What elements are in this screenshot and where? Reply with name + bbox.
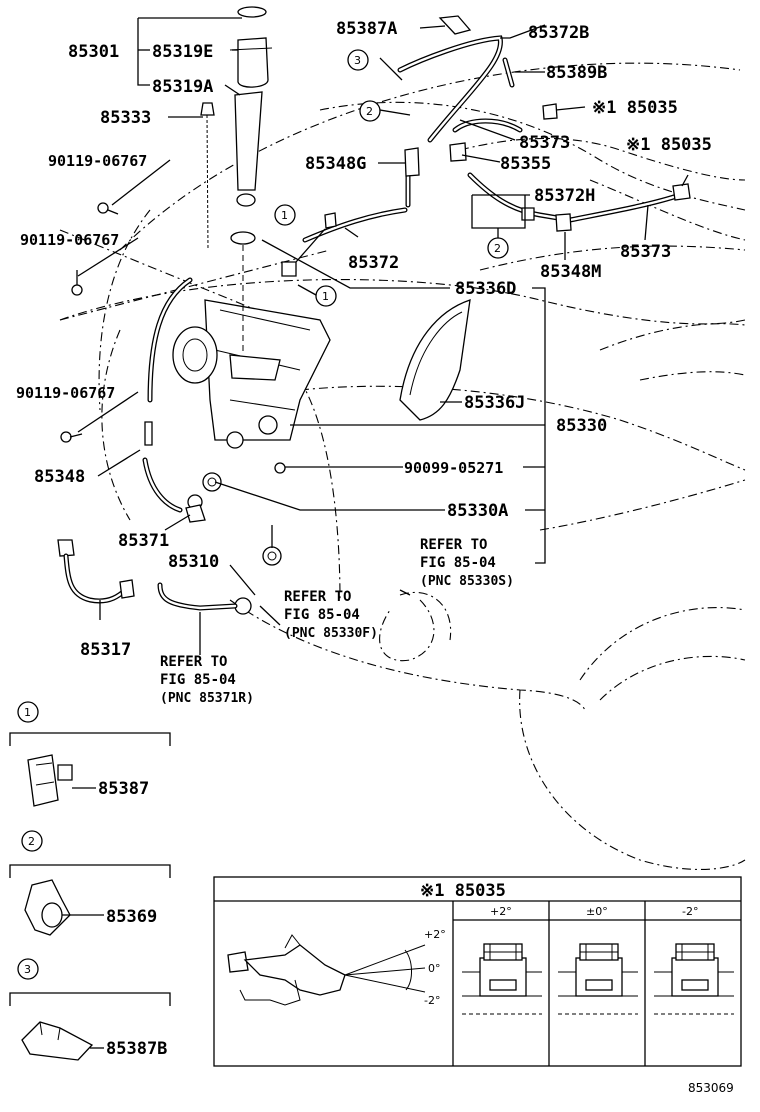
- hose-connectors: [281, 15, 691, 277]
- label-85389b: 85389B: [546, 63, 607, 83]
- callout-1-lower: 1: [322, 290, 329, 303]
- label-85317: 85317: [80, 640, 131, 660]
- callout-2-top: 2: [366, 105, 373, 118]
- part-labels: 85301 85319E 85319A 85333 90119-06767 90…: [16, 19, 712, 660]
- label-85333: 85333: [100, 108, 151, 128]
- label-85372: 85372: [348, 253, 399, 273]
- label-90119-06767-a: 90119-06767: [48, 152, 147, 170]
- refer-85330s-line2: FIG 85-04: [420, 555, 496, 571]
- col-zero: ±0°: [586, 905, 608, 918]
- label-85348: 85348: [34, 467, 85, 487]
- label-85310: 85310: [168, 552, 219, 572]
- label-85355: 85355: [500, 154, 551, 174]
- nozzle-box-title: ※1 85035: [420, 881, 506, 901]
- level-dipstick: [200, 102, 215, 251]
- label-85330: 85330: [556, 416, 607, 436]
- legend-2-part: 85369: [106, 907, 157, 927]
- label-90119-06767-c: 90119-06767: [16, 384, 115, 402]
- mounting-bolts: [60, 202, 286, 474]
- col-plus2: +2°: [490, 905, 512, 918]
- clip-legend: 1 85387 2 85369 3 85387B: [9, 701, 171, 1061]
- refer-notes: REFER TO FIG 85-04 (PNC 85330S) REFER TO…: [160, 537, 514, 706]
- label-85319e: 85319E: [152, 42, 213, 62]
- label-85348g: 85348G: [305, 154, 366, 174]
- label-85301: 85301: [68, 42, 119, 62]
- label-90119-06767-b: 90119-06767: [20, 231, 119, 249]
- label-85371: 85371: [118, 531, 169, 551]
- diagram-callouts: 3 2 1 1 2: [274, 49, 509, 307]
- washer-tank: [172, 299, 331, 449]
- callout-1-top: 1: [281, 209, 288, 222]
- label-85035-b: ※1 85035: [626, 135, 712, 155]
- label-90099-05271: 90099-05271: [404, 459, 503, 477]
- legend-3-num: 3: [24, 963, 31, 976]
- legend-3-part: 85387B: [106, 1039, 167, 1059]
- label-85336j: 85336J: [464, 393, 525, 413]
- filler-neck: [229, 6, 273, 355]
- nozzle-view-plus2: [462, 943, 542, 1015]
- level-sensor: [57, 539, 135, 604]
- vehicle-body-outline: [59, 62, 746, 871]
- label-85372b: 85372B: [528, 23, 589, 43]
- label-85330a: 85330A: [447, 501, 508, 521]
- label-85373-b: 85373: [620, 242, 671, 262]
- tank-cover: [399, 299, 471, 421]
- figure-id: 853069: [688, 1081, 734, 1095]
- label-85336d: 85336D: [455, 279, 516, 299]
- angle-plus2: +2°: [424, 928, 446, 941]
- refer-85330s-line1: REFER TO: [420, 537, 487, 553]
- angle-zero: 0°: [428, 962, 441, 975]
- refer-85330f-line3: (PNC 85330F): [284, 626, 378, 641]
- col-minus2: -2°: [682, 905, 698, 918]
- refer-85330s-line3: (PNC 85330S): [420, 574, 514, 589]
- refer-85371r-line3: (PNC 85371R): [160, 691, 254, 706]
- callout-2-lower: 2: [494, 242, 501, 255]
- refer-85330f-line2: FIG 85-04: [284, 607, 360, 623]
- label-85372h: 85372H: [534, 186, 595, 206]
- refer-85371r-line2: FIG 85-04: [160, 672, 236, 688]
- nozzle-angle-box: ※1 85035 +2° ±0° -2° +2° 0° -2°: [213, 876, 742, 1067]
- callout-3: 3: [354, 54, 361, 67]
- label-85387a: 85387A: [336, 19, 397, 39]
- leader-lines: [77, 17, 689, 655]
- label-85373-a: 85373: [519, 133, 570, 153]
- label-85319a: 85319A: [152, 77, 213, 97]
- label-85035-a: ※1 85035: [592, 98, 678, 118]
- legend-1-num: 1: [24, 706, 31, 719]
- legend-1-part: 85387: [98, 779, 149, 799]
- angle-minus2: -2°: [424, 994, 440, 1007]
- washer-pump: [144, 421, 282, 615]
- nozzle-view-minus2: [654, 943, 734, 1015]
- label-85348m: 85348M: [540, 262, 601, 282]
- legend-2-num: 2: [28, 835, 35, 848]
- refer-85330f-line1: REFER TO: [284, 589, 351, 605]
- refer-85371r-line1: REFER TO: [160, 654, 227, 670]
- nozzle-view-zero: [558, 943, 638, 1015]
